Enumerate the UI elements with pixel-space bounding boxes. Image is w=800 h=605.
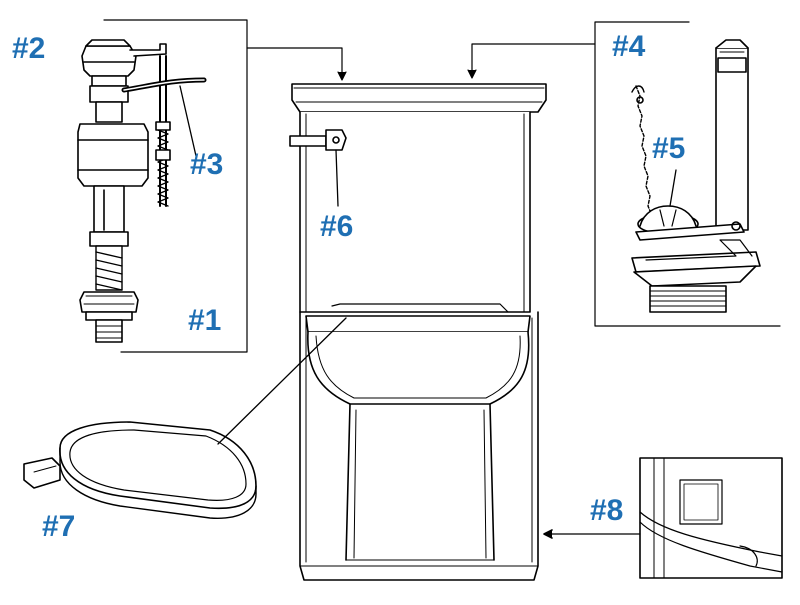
label-tank-lid: #4 xyxy=(612,30,646,63)
fill-valve-callout-box xyxy=(103,19,248,353)
label-fill-valve-cap: #2 xyxy=(12,32,46,65)
label-trip-lever: #6 xyxy=(320,210,354,243)
label-refill-tube: #3 xyxy=(190,148,224,181)
refill-tube-illustration xyxy=(121,77,207,157)
flush-valve-callout-box xyxy=(594,21,781,327)
flush-valve-illustration xyxy=(631,39,761,313)
label-bowl-detail: #8 xyxy=(590,494,624,527)
tank-lid-leader-lines xyxy=(246,43,596,81)
bowl-detail-inset xyxy=(543,457,783,579)
label-seat: #7 xyxy=(42,510,76,543)
fill-valve-illustration xyxy=(77,39,171,343)
toilet-bowl-illustration xyxy=(299,303,539,581)
label-flapper: #5 xyxy=(652,132,686,165)
toilet-seat-illustration xyxy=(23,317,347,519)
toilet-tank-illustration xyxy=(289,83,547,313)
label-fill-valve: #1 xyxy=(188,304,222,337)
